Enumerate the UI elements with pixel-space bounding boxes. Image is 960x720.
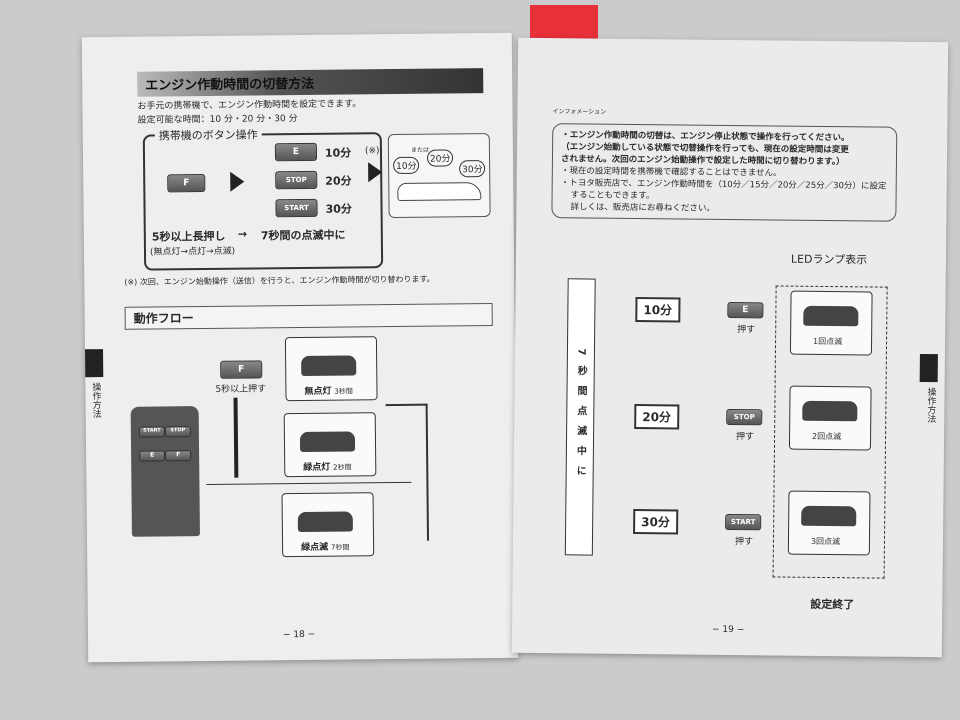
flow-arrow-icon — [385, 403, 430, 542]
car-icon — [397, 182, 482, 201]
sequence-text: (無点灯→点灯→点滅) — [149, 246, 236, 258]
hold-text: 5秒以上長押し — [151, 229, 226, 244]
page-19: インフォメーション ・エンジン作動時間の切替は、エンジン停止状態で操作を行ってく… — [511, 37, 949, 658]
row-1-time: 10分 — [635, 297, 681, 323]
time-20: 20分 — [325, 174, 352, 188]
state-3: 緑点滅 7秒間 — [281, 492, 375, 558]
arrow-text: → — [237, 227, 248, 241]
vertical-label: 7秒間点滅中に — [564, 278, 596, 556]
row-1-key: E — [727, 301, 764, 319]
key-f: F — [167, 173, 206, 193]
press-f-text: 5秒以上押す — [215, 384, 267, 395]
row-2-key: STOP — [726, 408, 763, 426]
end-text: 設定終了 — [810, 597, 855, 612]
row-3-lamp: 3回点滅 — [787, 490, 871, 556]
key-e: E — [274, 142, 318, 162]
side-tab-marker — [919, 353, 938, 383]
page-18: エンジン作動時間の切替方法 お手元の携帯機で、エンジン作動時間を設定できます。 … — [81, 32, 519, 663]
side-tab-marker — [85, 349, 104, 378]
remote-key-fob: START STOP E F — [130, 406, 200, 537]
info-box: ・エンジン作動時間の切替は、エンジン停止状態で操作を行ってください。 （エンジン… — [551, 123, 898, 222]
key-stop: STOP — [275, 170, 318, 190]
side-tab-label: 操作方法 — [925, 387, 936, 424]
note-mark: (※) — [364, 146, 380, 157]
box-label: 携帯機のボタン操作 — [154, 126, 262, 144]
car-illustration: または 10分 20分 30分 — [387, 133, 491, 219]
key-start: START — [275, 198, 318, 218]
row-3-time: 30分 — [633, 508, 679, 535]
section-title: エンジン作動時間の切替方法 — [137, 68, 484, 97]
settable-times: 設定可能な時間：10 分・20 分・30 分 — [137, 114, 298, 126]
remote-start: START — [138, 426, 165, 438]
blink-text: 7秒間の点滅中に — [260, 228, 346, 243]
bubble-20: 20分 — [426, 149, 454, 167]
remote-e: E — [139, 450, 166, 462]
footnote: (※) 次回、エンジン始動操作（送信）を行うと、エンジン作動時間が切り替わります… — [124, 274, 435, 287]
row-3-press: 押す — [734, 537, 754, 548]
flow-key-f: F — [220, 360, 263, 379]
intro-text: お手元の携帯機で、エンジン作動時間を設定できます。 — [137, 99, 362, 112]
row-2-lamp: 2回点滅 — [788, 385, 872, 451]
button-operation-box: 携帯機のボタン操作 F E 10分 STOP 20分 START 30分 5秒以… — [142, 126, 384, 271]
down-arrow-icon — [233, 397, 239, 478]
remote-stop: STOP — [164, 426, 191, 438]
state-2: 緑点灯 2秒間 — [283, 412, 377, 478]
bubble-30: 30分 — [459, 160, 486, 178]
bubble-10: 10分 — [393, 156, 420, 175]
time-10: 10分 — [324, 146, 352, 160]
flow-title: 動作フロー — [124, 302, 493, 330]
row-2-time: 20分 — [634, 404, 680, 430]
side-tab-label: 操作方法 — [90, 382, 101, 419]
row-1-press: 押す — [737, 325, 756, 336]
page-number: − 18 − — [282, 629, 316, 641]
time-30: 30分 — [325, 202, 352, 216]
state-1: 無点灯 3秒間 — [284, 336, 378, 402]
row-1-lamp: 1回点滅 — [789, 290, 873, 356]
or-text: または — [410, 146, 429, 154]
info-label: インフォメーション — [552, 108, 607, 116]
page-number: − 19 − — [711, 624, 745, 636]
row-2-press: 押す — [736, 432, 755, 443]
remote-f: F — [165, 450, 192, 462]
arrow-icon — [230, 171, 245, 192]
led-title: LEDランプ表示 — [790, 252, 868, 267]
arrow-icon — [368, 162, 383, 183]
row-3-key: START — [725, 513, 762, 531]
divider — [206, 481, 412, 485]
